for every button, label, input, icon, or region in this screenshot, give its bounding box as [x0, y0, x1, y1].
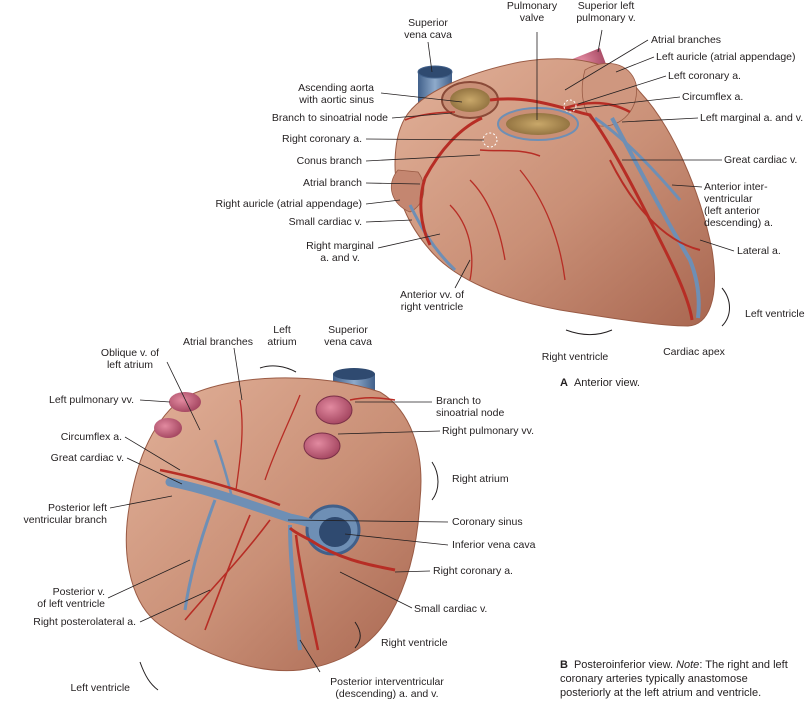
- coronary-sinus-b: [165, 477, 317, 529]
- left-coronary-origin-marker: [563, 99, 577, 113]
- label-left-pulmonary-vv: Left pulmonary vv.: [48, 394, 134, 406]
- heart-posterior: [125, 365, 439, 691]
- label-left-auricle: Left auricle (atrial appendage): [656, 51, 796, 63]
- heart-body-b: [125, 377, 422, 672]
- label-right-ventricle-b: Right ventricle: [381, 637, 448, 649]
- label-right-ventricle-a: Right ventricle: [541, 351, 609, 363]
- label-anterior-interventricular: Anterior inter-ventricular(left anterior…: [704, 181, 773, 229]
- circumflex-artery-a: [564, 101, 631, 114]
- right-pulmonary-vein-lower-b: [303, 432, 341, 460]
- branch-sinoatrial-a: [404, 111, 456, 121]
- label-left-coronary-a: Left coronary a.: [668, 70, 741, 82]
- bracket-left-ventricle-b: [139, 661, 159, 691]
- label-posterior-interventricular: Posterior interventricular(descending) a…: [330, 676, 444, 700]
- label-right-posterolateral: Right posterolateral a.: [33, 616, 136, 628]
- inferior-vena-cava-b: [305, 504, 361, 556]
- bracket-right-ventricle-b: [354, 621, 361, 649]
- label-left-ventricle-b: Left ventricle: [70, 682, 130, 694]
- label-right-coronary-a-b: Right coronary a.: [433, 565, 513, 577]
- label-cardiac-apex: Cardiac apex: [663, 346, 725, 358]
- left-pulmonary-vein-lower-b: [154, 418, 182, 438]
- label-right-auricle: Right auricle (atrial appendage): [215, 198, 362, 210]
- posterior-interventricular-artery-b: [294, 534, 320, 651]
- bracket-right-atrium-b: [431, 461, 439, 501]
- label-circumflex-a-a: Circumflex a.: [682, 91, 744, 103]
- left-pulmonary-vein-upper-b: [169, 392, 201, 412]
- conus-branch-a: [479, 149, 541, 157]
- label-posterior-v-left-ventricle: Posterior v.of left ventricle: [37, 586, 105, 610]
- label-small-cardiac-v-a: Small cardiac v.: [288, 216, 362, 228]
- atrial-branches-b: [235, 394, 301, 491]
- label-left-marginal: Left marginal a. and v.: [700, 112, 804, 124]
- label-great-cardiac-v-b: Great cardiac v.: [50, 452, 124, 464]
- pulmonary-trunk-a: [497, 107, 579, 141]
- label-right-atrium: Right atrium: [452, 473, 509, 485]
- label-small-cardiac-v-b: Small cardiac v.: [414, 603, 488, 615]
- label-coronary-sinus: Coronary sinus: [452, 516, 523, 528]
- right-coronary-artery-b: [288, 526, 396, 572]
- posterolateral-artery-b: [184, 514, 271, 631]
- posterior-vein-lv-b: [183, 499, 217, 611]
- label-left-ventricle-a: Left ventricle: [745, 308, 805, 320]
- label-great-cardiac-v-a: Great cardiac v.: [724, 154, 798, 166]
- heart-anterior: [390, 48, 730, 335]
- bracket-left-ventricle-a: [721, 287, 730, 327]
- label-right-pulmonary-vv: Right pulmonary vv.: [442, 425, 535, 437]
- left-auricle-a: [581, 63, 637, 127]
- label-atrial-branch: Atrial branch: [303, 177, 362, 189]
- label-right-coronary-a-a: Right coronary a.: [282, 133, 362, 145]
- heart-body-a: [394, 58, 715, 327]
- anterior-descending-artery-a: [489, 97, 694, 321]
- bracket-right-ventricle-a: [565, 329, 613, 335]
- great-cardiac-vein-a: [594, 116, 682, 201]
- label-inferior-vena-cava: Inferior vena cava: [452, 539, 536, 551]
- label-conus-branch: Conus branch: [296, 155, 362, 167]
- label-atrial-branches-a: Atrial branches: [651, 34, 722, 46]
- right-pulmonary-vein-upper-b: [315, 395, 353, 425]
- circumflex-artery-b: [159, 468, 281, 507]
- right-auricle-a: [390, 169, 425, 213]
- ascending-aorta-a: [441, 81, 499, 119]
- oblique-vein-b: [213, 439, 234, 499]
- bracket-left-atrium-b: [259, 365, 297, 373]
- posterior-interventricular-vein-b: [288, 524, 302, 651]
- label-circumflex-a-b: Circumflex a.: [60, 431, 122, 443]
- right-coronary-artery-a: [419, 116, 483, 246]
- label-branch-sinoatrial-a: Branch to sinoatrial node: [271, 112, 388, 124]
- sinoatrial-branch-b: [349, 396, 396, 401]
- lateral-artery-a: [609, 159, 701, 251]
- right-vessels-a: [449, 169, 566, 281]
- label-lateral-a: Lateral a.: [737, 245, 781, 257]
- leader-lines: [107, 29, 735, 673]
- label-atrial-branches-b: Atrial branches: [182, 336, 254, 348]
